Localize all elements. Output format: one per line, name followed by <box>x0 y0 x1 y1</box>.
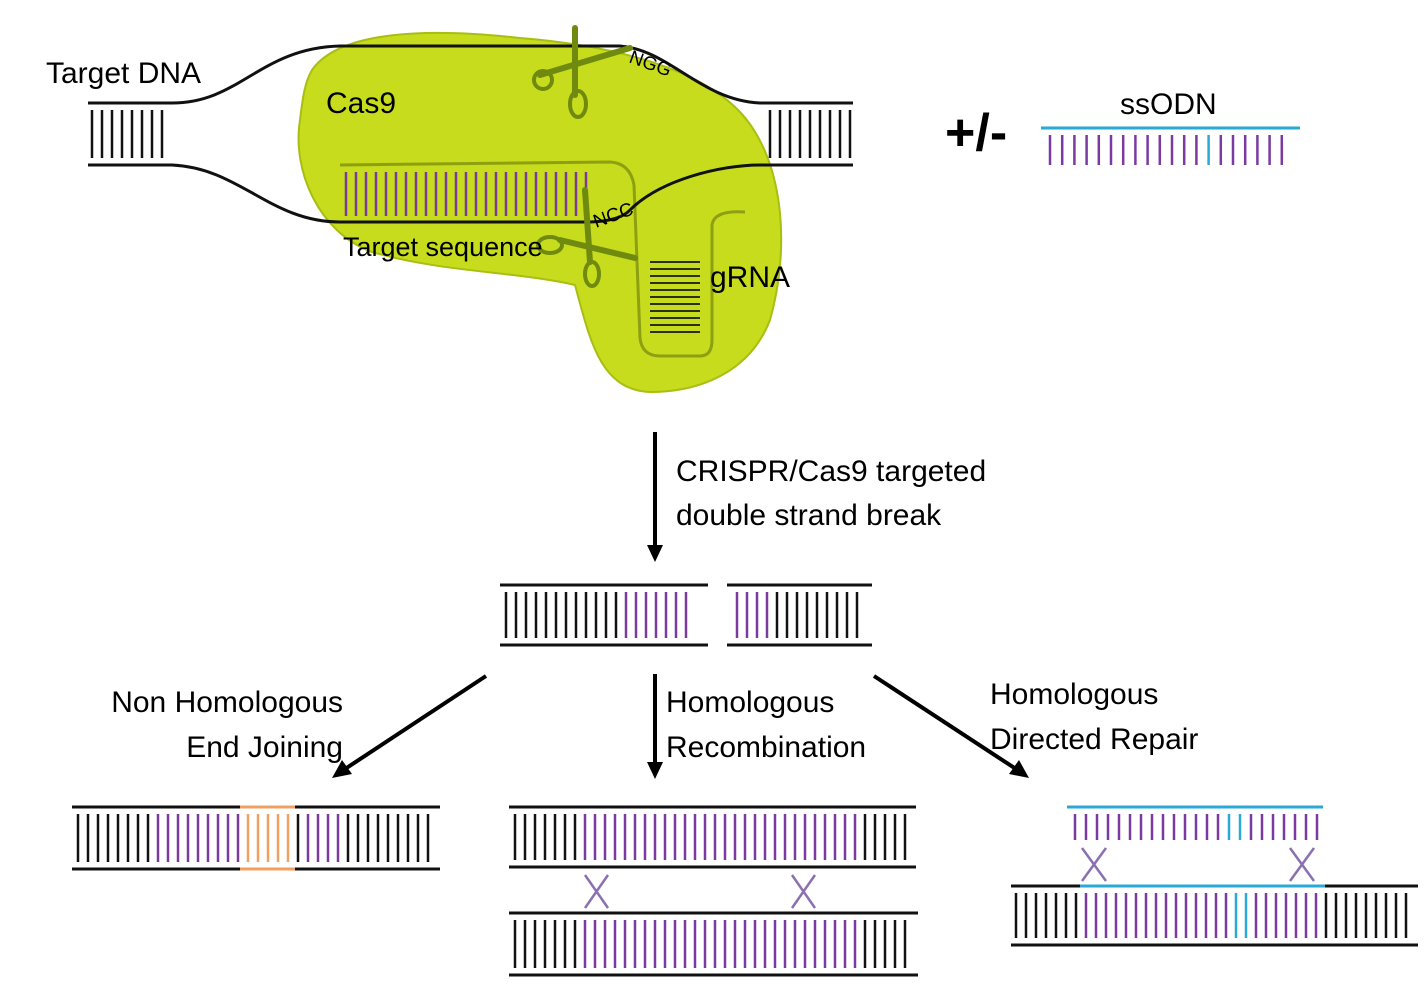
nhej-label-line1: Non Homologous <box>111 686 343 719</box>
target-dna-label: Target DNA <box>46 57 201 90</box>
nhej-result-dna <box>72 805 440 871</box>
hdr-label-line2: Directed Repair <box>990 723 1198 756</box>
grna-outline <box>339 160 746 358</box>
hdr-label-line1: Homologous <box>990 678 1158 711</box>
cas9-label: Cas9 <box>326 87 396 120</box>
target-dna-bottom-strand <box>88 163 853 224</box>
arrow-hdr-icon <box>872 674 1029 778</box>
hdr-result-dna <box>1011 805 1418 947</box>
crossover-icon <box>583 874 817 909</box>
arrow-down-icon <box>647 432 663 562</box>
plus-minus-symbol: +/- <box>945 104 1007 162</box>
ssodn-rungs <box>1048 135 1284 165</box>
broken-dna-right <box>727 583 872 647</box>
target-dna-left-rungs <box>90 110 164 158</box>
target-sequence-label: Target sequence <box>343 232 543 262</box>
hr-label-line2: Recombination <box>666 731 866 764</box>
hr-result-dna <box>509 805 918 977</box>
nhej-label-line2: End Joining <box>186 731 343 764</box>
grna-stem-lines <box>650 261 700 333</box>
ssodn-label: ssODN <box>1120 88 1217 121</box>
grna-label: gRNA <box>710 261 790 294</box>
broken-dna-left <box>500 583 708 647</box>
crossover-icon <box>1080 847 1316 882</box>
arrow-hr-icon <box>647 674 663 779</box>
dsb-label-line2: double strand break <box>676 499 942 532</box>
target-dna-right-rungs <box>768 110 852 158</box>
dsb-label-line1: CRISPR/Cas9 targeted <box>676 455 986 488</box>
scissors-icon <box>532 25 633 119</box>
cas9-protein <box>297 31 783 394</box>
target-dna-top-strand <box>88 44 853 105</box>
scissors-icon <box>536 187 638 288</box>
hr-label-line1: Homologous <box>666 686 834 719</box>
arrow-nhej-icon <box>332 674 488 778</box>
